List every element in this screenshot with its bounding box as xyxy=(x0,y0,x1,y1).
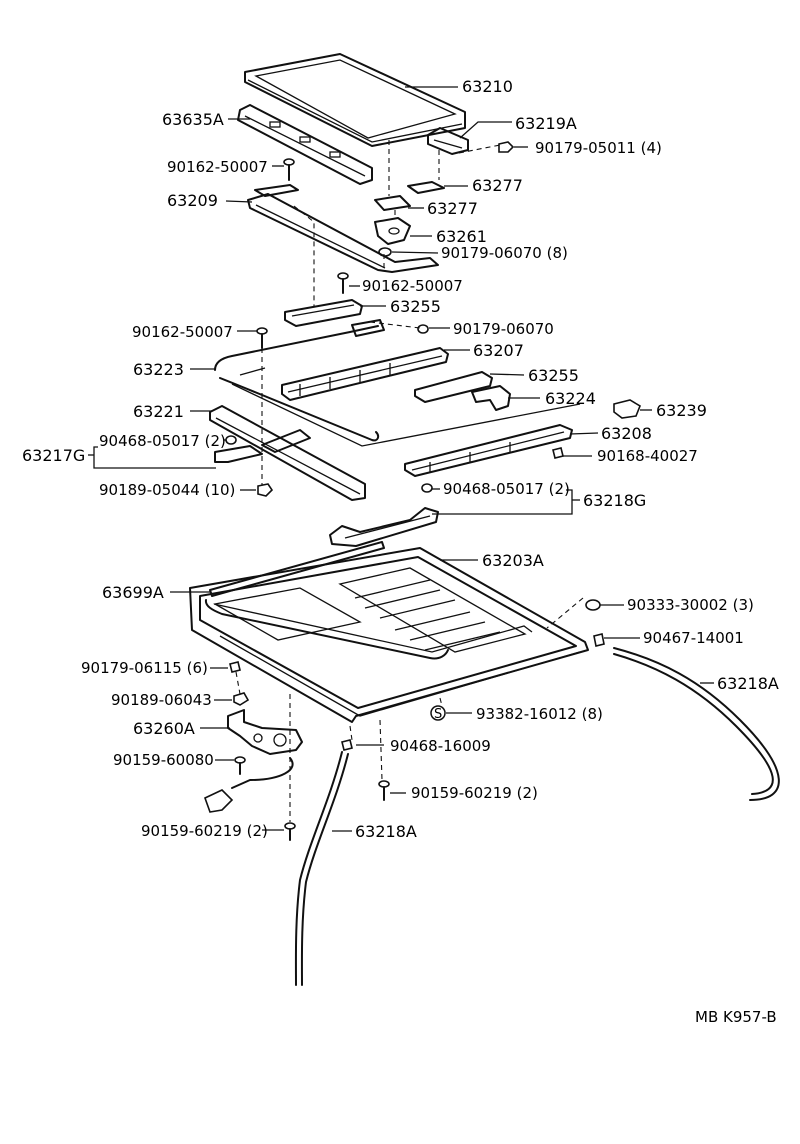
label-63277-b: 63277 xyxy=(427,199,478,218)
assembly-lines xyxy=(235,140,584,822)
label-90162-50007-a: 90162-50007 xyxy=(167,158,268,176)
nut-90179-06115 xyxy=(229,661,241,673)
label-63277-a: 63277 xyxy=(472,176,523,195)
bolt-90159-60219-bottom xyxy=(284,822,296,841)
label-90179-06070: 90179-06070 xyxy=(453,320,554,338)
screw-90162-50007-b xyxy=(337,272,349,294)
screw-90168-40027 xyxy=(552,447,564,459)
label-63239: 63239 xyxy=(656,401,707,420)
catalog-code: MB K957-B xyxy=(695,1008,777,1026)
nut-90179-05011 xyxy=(498,141,515,153)
drain-bracket-63218G xyxy=(329,507,439,547)
nut-90189-06043 xyxy=(233,692,250,706)
plate-63209 xyxy=(247,184,439,273)
seal-63699A xyxy=(204,541,533,660)
bracket-63261 xyxy=(374,217,411,245)
screw-90162-50007-c xyxy=(256,327,268,349)
label-63210: 63210 xyxy=(462,77,513,96)
label-63217G: 63217G xyxy=(22,446,85,465)
label-90468-05017-b: 90468-05017 (2) xyxy=(443,480,570,498)
front-rail-63635A xyxy=(237,104,373,185)
screw-90162-50007-a xyxy=(283,158,295,181)
guide-rail-63207 xyxy=(281,347,449,401)
label-63208: 63208 xyxy=(601,424,652,443)
slide-bracket-63255-a xyxy=(284,299,363,327)
label-s-mark: S xyxy=(434,707,442,722)
drain-hose-63218A-right xyxy=(613,647,780,801)
label-90189-06043: 90189-06043 xyxy=(111,691,212,709)
label-90179-06070-8: 90179-06070 (8) xyxy=(441,244,568,262)
label-63255-b: 63255 xyxy=(528,366,579,385)
link-63224 xyxy=(471,385,511,411)
label-63219A: 63219A xyxy=(515,114,577,133)
label-90468-05017-a: 90468-05017 (2) xyxy=(99,432,226,450)
label-93382-16012: 93382-16012 (8) xyxy=(476,705,603,723)
label-63261: 63261 xyxy=(436,227,487,246)
label-63209: 63209 xyxy=(167,191,218,210)
label-63224: 63224 xyxy=(545,389,596,408)
label-90162-50007-c: 90162-50007 xyxy=(132,323,233,341)
part-labels: 63210 63635A 63219A 90179-05011 (4) 9016… xyxy=(22,77,779,1026)
label-90159-60219-b: 90159-60219 (2) xyxy=(141,822,268,840)
label-90333-30002: 90333-30002 (3) xyxy=(627,596,754,614)
label-90189-05044: 90189-05044 (10) xyxy=(99,481,235,499)
label-90179-06115: 90179-06115 (6) xyxy=(81,659,208,677)
clip-90468-05017-a xyxy=(225,435,237,445)
label-63255-a: 63255 xyxy=(390,297,441,316)
label-90467-14001: 90467-14001 xyxy=(643,629,744,647)
drain-hose-63218A-bottom xyxy=(294,751,349,986)
label-63218A-a: 63218A xyxy=(717,674,779,693)
stopper-63239 xyxy=(613,399,641,419)
label-63260A: 63260A xyxy=(133,719,195,738)
side-rail-63221 xyxy=(209,405,366,501)
side-bracket-63217G xyxy=(214,445,263,463)
slide-bracket-63255-b xyxy=(414,371,493,403)
label-63218G: 63218G xyxy=(583,491,646,510)
label-63223: 63223 xyxy=(133,360,184,379)
plug-90333-30002 xyxy=(585,599,601,611)
label-63207: 63207 xyxy=(473,341,524,360)
label-90159-60219-a: 90159-60219 (2) xyxy=(411,784,538,802)
label-90162-50007-b: 90162-50007 xyxy=(362,277,463,295)
bracket-63277-b xyxy=(374,195,411,211)
label-63635A: 63635A xyxy=(162,110,224,129)
bolt-90159-60080 xyxy=(234,756,246,775)
clip-90467-14001 xyxy=(593,633,605,647)
nut-90189-05044 xyxy=(257,483,274,497)
drive-cable-63223 xyxy=(214,319,581,447)
clip-90468-16009 xyxy=(341,739,353,751)
label-63203A: 63203A xyxy=(482,551,544,570)
label-63221: 63221 xyxy=(133,402,184,421)
nut-90179-06070 xyxy=(417,324,429,334)
label-90179-05011: 90179-05011 (4) xyxy=(535,139,662,157)
leader-lines xyxy=(88,86,714,832)
label-63699A: 63699A xyxy=(102,583,164,602)
label-90468-16009: 90468-16009 xyxy=(390,737,491,755)
label-63218A-b: 63218A xyxy=(355,822,417,841)
label-90168-40027: 90168-40027 xyxy=(597,447,698,465)
bracket-63277-a xyxy=(407,181,445,194)
motor-63260A xyxy=(204,709,303,813)
glass-panel-63210 xyxy=(244,53,466,147)
clip-90468-05017-b xyxy=(421,483,433,493)
rear-bracket-63219A xyxy=(427,127,469,155)
s-mark-93382-16012 xyxy=(430,705,446,721)
guide-rail-63208 xyxy=(404,424,573,477)
label-90159-60080: 90159-60080 xyxy=(113,751,214,769)
bolt-90159-60219-right xyxy=(378,780,390,801)
frame-63203A xyxy=(189,547,589,723)
